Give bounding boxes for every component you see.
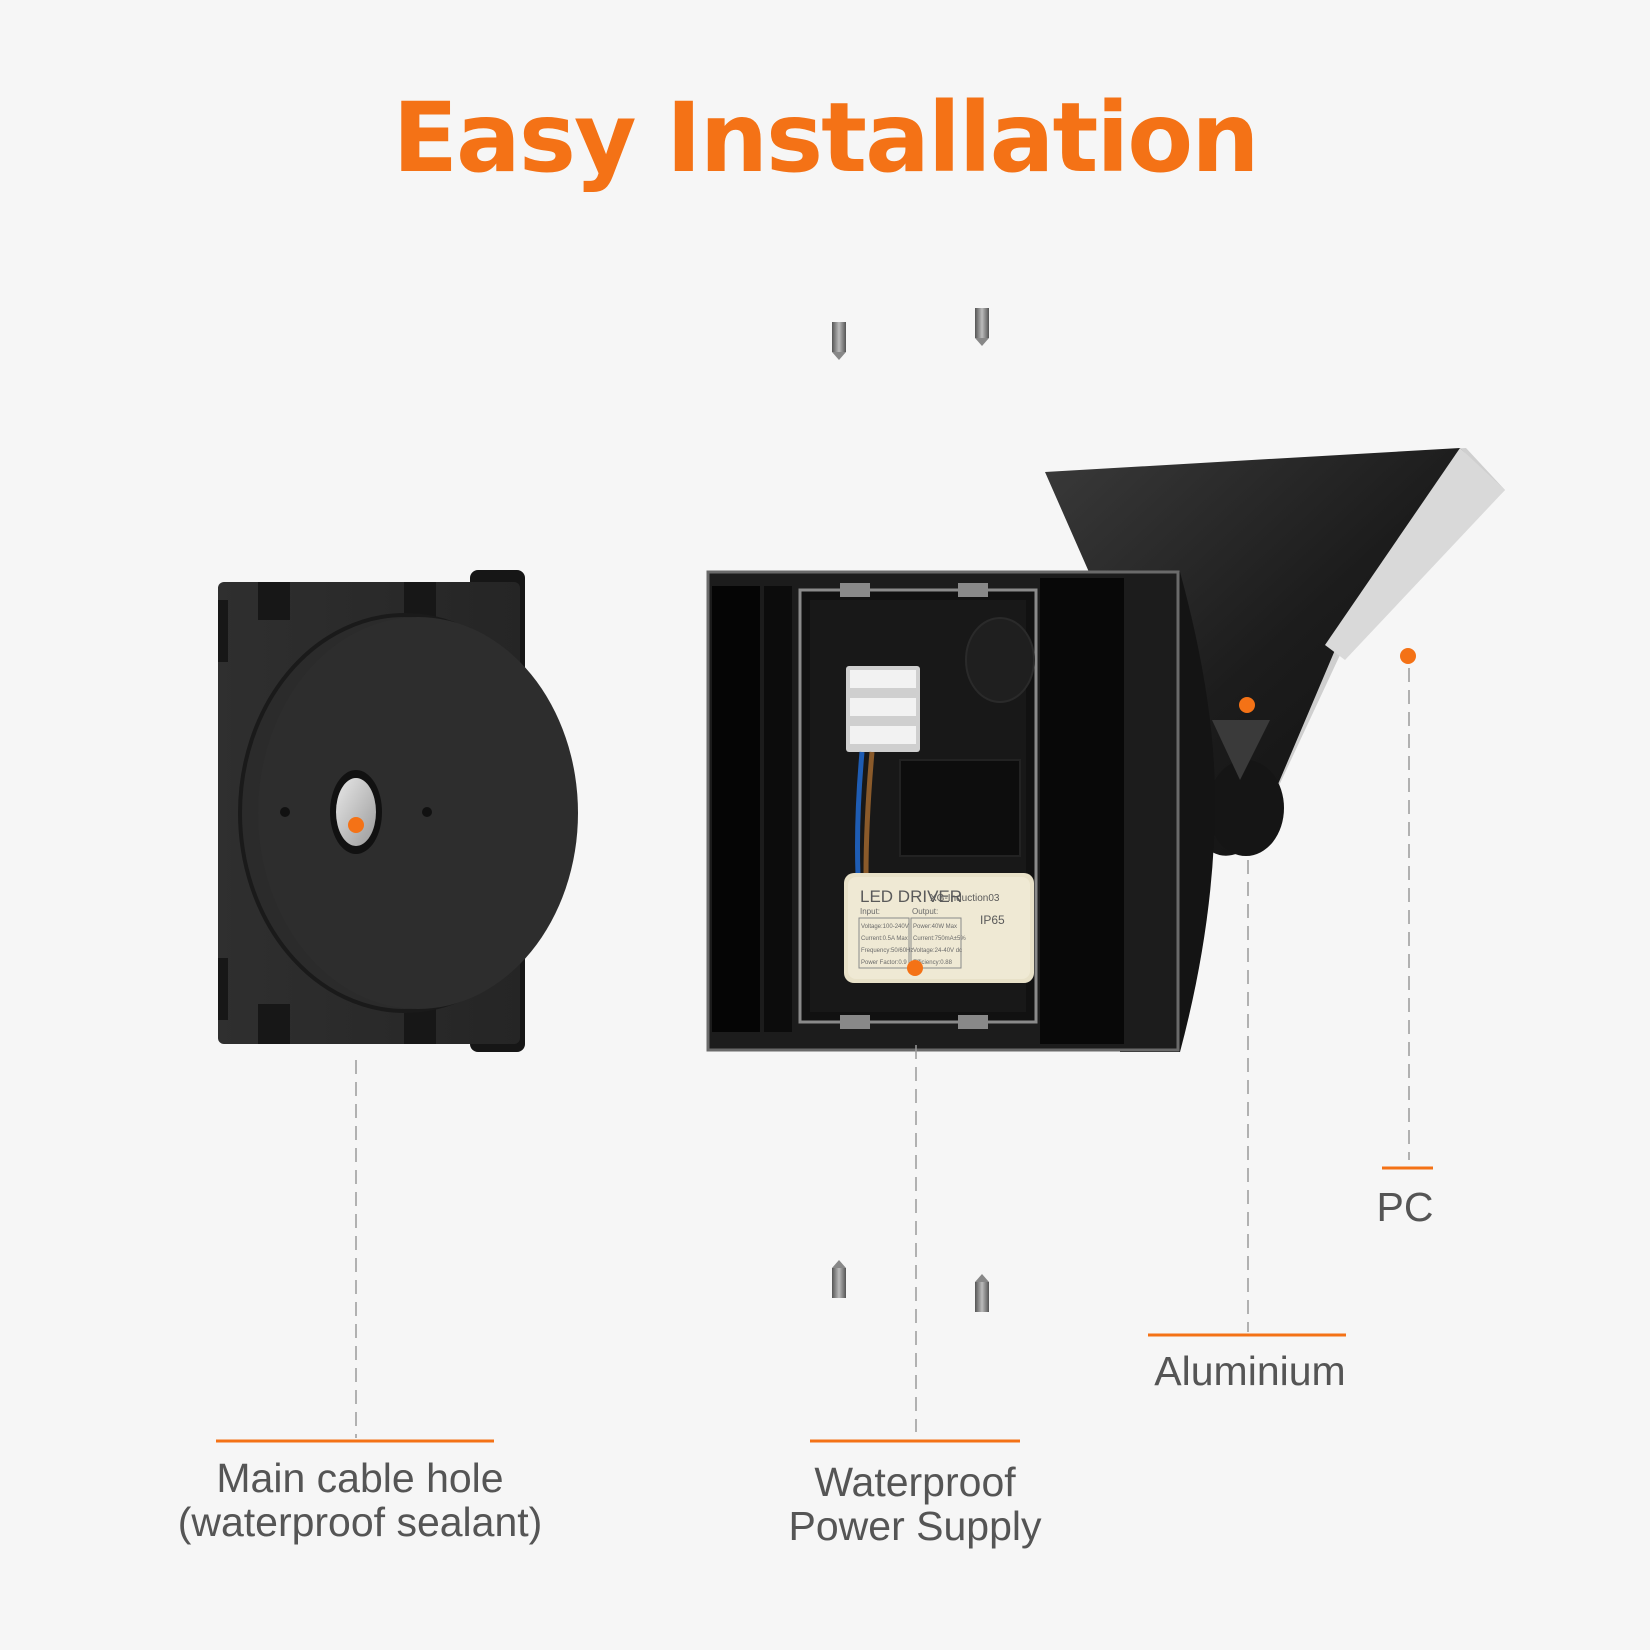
aluminium-label: Aluminium — [1130, 1349, 1370, 1393]
mounting-plate — [218, 570, 578, 1052]
cable-hole-label: Main cable hole (waterproof sealant) — [150, 1456, 570, 1544]
driver-spec-text: Efficiency:0.88 — [913, 960, 953, 966]
terminal-block — [846, 666, 920, 752]
power-supply-marker — [907, 960, 923, 976]
cable-hole-marker — [348, 817, 364, 833]
driver-spec-text: Power Factor:0.9 — [861, 960, 907, 966]
driver-input-header: Input: — [860, 907, 880, 916]
top-screws — [832, 308, 989, 360]
driver-model-text: XG-Induction03 — [930, 893, 1000, 904]
power-supply-label: Waterproof Power Supply — [770, 1460, 1060, 1548]
bottom-screws — [832, 1260, 989, 1312]
pc-label-text: PC — [1376, 1184, 1434, 1230]
driver-brand-text: LED DRIVER — [860, 887, 962, 906]
driver-spec-text: Power:40W Max — [913, 924, 957, 930]
pc-marker — [1400, 648, 1416, 664]
driver-spec-text: Voltage:24-40V dc — [913, 948, 962, 954]
leader-lines — [355, 668, 1410, 1438]
power-supply-label-line2: Power Supply — [788, 1503, 1042, 1549]
pc-label: PC — [1360, 1185, 1450, 1229]
driver-output-header: Output: — [912, 907, 938, 916]
aluminium-label-text: Aluminium — [1154, 1348, 1346, 1394]
driver-spec-text: Current:750mA±5% — [913, 936, 966, 942]
aluminium-marker — [1239, 697, 1255, 713]
driver-spec-text: Current:0.5A Max — [861, 936, 908, 942]
driver-spec-text: Voltage:100-240V — [861, 924, 909, 930]
power-supply-label-line1: Waterproof — [814, 1459, 1016, 1505]
driver-rating-text: IP65 — [980, 913, 1005, 927]
driver-spec-text: Frequency:50/60Hz — [861, 948, 913, 954]
page-title: Easy Installation — [392, 82, 1259, 194]
led-driver-module: LED DRIVER XG-Induction03 IP65 Input: Ou… — [844, 873, 1034, 983]
lamp-head — [1045, 448, 1505, 856]
cable-hole-label-line2: (waterproof sealant) — [177, 1499, 543, 1545]
label-rules — [216, 1166, 1433, 1443]
cable-hole-label-line1: Main cable hole — [216, 1455, 504, 1501]
